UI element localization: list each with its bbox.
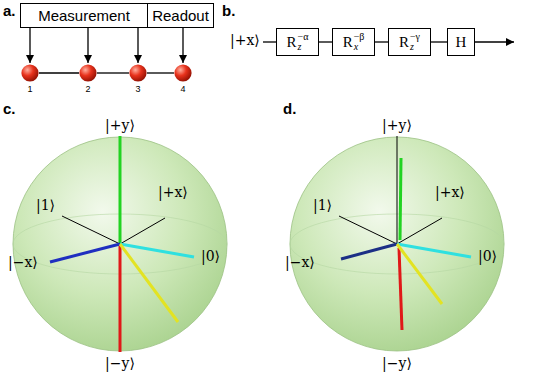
qubit-ball: 2 <box>79 64 97 82</box>
sphere-body <box>290 137 504 351</box>
gate-angle: −α <box>298 32 309 42</box>
ball-shape <box>129 64 147 82</box>
stage-label: Measurement <box>38 7 130 24</box>
input-wire <box>263 41 276 42</box>
qubit-ball: 1 <box>21 64 39 82</box>
state-vector <box>119 244 122 352</box>
measure-arrow <box>182 28 183 63</box>
gate-box: R−γz <box>388 28 431 56</box>
state-vector <box>120 244 178 322</box>
box-content: R−αz <box>287 32 309 52</box>
gate-angle: −γ <box>410 32 420 42</box>
panel-letter: c. <box>3 100 16 117</box>
axis-label: |0⟩ <box>201 248 220 264</box>
axis-line <box>339 216 397 244</box>
gate-axis: z <box>298 42 309 52</box>
qubit-ball: 3 <box>129 64 147 82</box>
bloch-sphere <box>13 136 227 352</box>
ball-shape <box>79 64 97 82</box>
box-content: Measurement <box>38 7 130 24</box>
readout-box: Readout <box>147 3 214 28</box>
gate-box: R−αz <box>276 28 319 56</box>
state-vector <box>120 244 194 257</box>
axis-label: |1⟩ <box>36 197 55 213</box>
chain-line <box>431 41 447 42</box>
chain-line <box>147 72 174 73</box>
panel-letter: d. <box>283 100 296 117</box>
ball-circle <box>79 64 96 81</box>
box-content: H <box>456 34 467 51</box>
gate-axis: z <box>410 42 420 52</box>
measure-arrow <box>137 28 138 63</box>
ball-circle <box>21 64 38 81</box>
state-vector <box>50 244 120 262</box>
ball-shape <box>174 64 192 82</box>
site-number: 1 <box>27 84 32 94</box>
state-vector <box>397 244 471 257</box>
state-vector <box>119 136 122 244</box>
gate-symbol: R <box>287 34 297 51</box>
axis-label: |+y⟩ <box>105 117 135 133</box>
chain-line <box>97 72 129 73</box>
state-vector <box>400 158 401 240</box>
axis-label: |−x⟩ <box>285 254 315 270</box>
axis-line <box>397 136 398 244</box>
sphere-body <box>13 137 227 351</box>
axis-label: |−y⟩ <box>382 355 412 371</box>
ball-circle <box>174 64 191 81</box>
state-vector <box>397 244 442 304</box>
axis-label: |1⟩ <box>313 197 332 213</box>
script-column: −γz <box>410 32 420 52</box>
measure-arrow <box>29 28 30 63</box>
gate-symbol: H <box>456 34 467 51</box>
axis-label: |+x⟩ <box>158 184 188 200</box>
input-state: |+x⟩ <box>230 32 260 48</box>
gate-angle: −β <box>354 32 365 42</box>
axis-line <box>62 216 120 244</box>
site-number: 4 <box>180 84 185 94</box>
axis-line <box>120 218 165 244</box>
ball-shape <box>21 64 39 82</box>
axis-label: |+y⟩ <box>382 117 412 133</box>
state-vector <box>341 244 397 259</box>
axis-label: |0⟩ <box>478 248 497 264</box>
stage-label: Readout <box>152 7 209 24</box>
qubit-ball: 4 <box>174 64 192 82</box>
measurement-box: Measurement <box>20 3 148 28</box>
site-number: 2 <box>85 84 90 94</box>
box-content: R−γz <box>399 32 420 52</box>
axis-label: |−y⟩ <box>105 355 135 371</box>
script-column: −βx <box>354 32 365 52</box>
ball-circle <box>129 64 146 81</box>
state-vector <box>399 248 402 330</box>
chain-line <box>39 72 79 73</box>
axis-line <box>397 218 442 244</box>
panel-letter: a. <box>3 2 16 19</box>
gate-symbol: R <box>399 34 409 51</box>
box-content: R−βx <box>343 32 365 52</box>
axis-label: |−x⟩ <box>8 254 38 270</box>
gate-box: H <box>447 28 475 56</box>
gate-symbol: R <box>343 34 353 51</box>
axis-label: |+x⟩ <box>435 184 465 200</box>
measure-arrow <box>87 28 88 63</box>
chain-line <box>319 41 332 42</box>
gate-box: R−βx <box>332 28 375 56</box>
site-number: 3 <box>135 84 140 94</box>
panel-letter: b. <box>222 2 235 19</box>
output-wire <box>475 41 514 42</box>
gate-axis: x <box>354 42 365 52</box>
bloch-sphere <box>290 136 504 351</box>
chain-line <box>375 41 388 42</box>
box-content: Readout <box>152 7 209 24</box>
script-column: −αz <box>298 32 309 52</box>
